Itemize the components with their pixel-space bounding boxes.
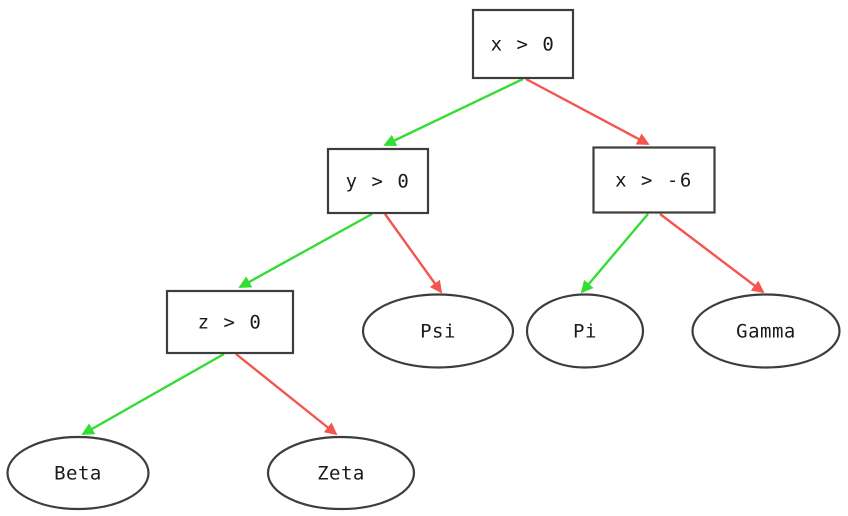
node-ygt0[interactable]: y > 0 <box>326 147 430 215</box>
node-label-zgt0: z > 0 <box>198 312 263 334</box>
node-label-ygt0: y > 0 <box>346 171 411 193</box>
leaf-node-shape-gamma <box>691 293 841 369</box>
node-label-xgtm6: x > -6 <box>615 170 693 192</box>
node-root[interactable]: x > 0 <box>471 8 575 80</box>
edge-root-to-xgtm6-false <box>525 77 650 146</box>
node-beta[interactable]: Beta <box>6 435 150 511</box>
node-label-pi: Pi <box>573 321 597 343</box>
edge-zgt0-to-zeta-false <box>235 353 338 436</box>
node-gamma[interactable]: Gamma <box>691 293 841 369</box>
node-label-zeta: Zeta <box>317 463 365 485</box>
node-label-psi: Psi <box>420 321 456 343</box>
edge-ygt0-to-psi-false <box>384 213 443 294</box>
decision-node-shape-ygt0 <box>326 147 430 215</box>
leaf-node-shape-zeta <box>266 435 416 511</box>
leaf-node-shape-beta <box>6 435 150 511</box>
node-label-root: x > 0 <box>491 34 556 56</box>
decision-node-shape-root <box>471 8 575 80</box>
edge-root-to-ygt0-true <box>383 77 524 147</box>
node-label-gamma: Gamma <box>736 321 796 343</box>
edge-ygt0-to-zgt0-true <box>238 212 373 289</box>
node-xgtm6[interactable]: x > -6 <box>592 146 716 214</box>
leaf-node-shape-pi <box>525 293 645 369</box>
decision-node-shape-zgt0 <box>165 289 295 355</box>
node-zgt0[interactable]: z > 0 <box>165 289 295 355</box>
node-psi[interactable]: Psi <box>361 293 515 369</box>
node-pi[interactable]: Pi <box>525 293 645 369</box>
edge-xgtm6-to-pi-true <box>580 213 649 294</box>
edge-xgtm6-to-gamma-false <box>659 213 765 294</box>
decision-node-shape-xgtm6 <box>592 146 716 214</box>
edge-zgt0-to-beta-true <box>81 352 225 436</box>
edges-layer <box>81 77 765 436</box>
node-label-beta: Beta <box>54 463 102 485</box>
leaf-node-shape-psi <box>361 293 515 369</box>
node-zeta[interactable]: Zeta <box>266 435 416 511</box>
